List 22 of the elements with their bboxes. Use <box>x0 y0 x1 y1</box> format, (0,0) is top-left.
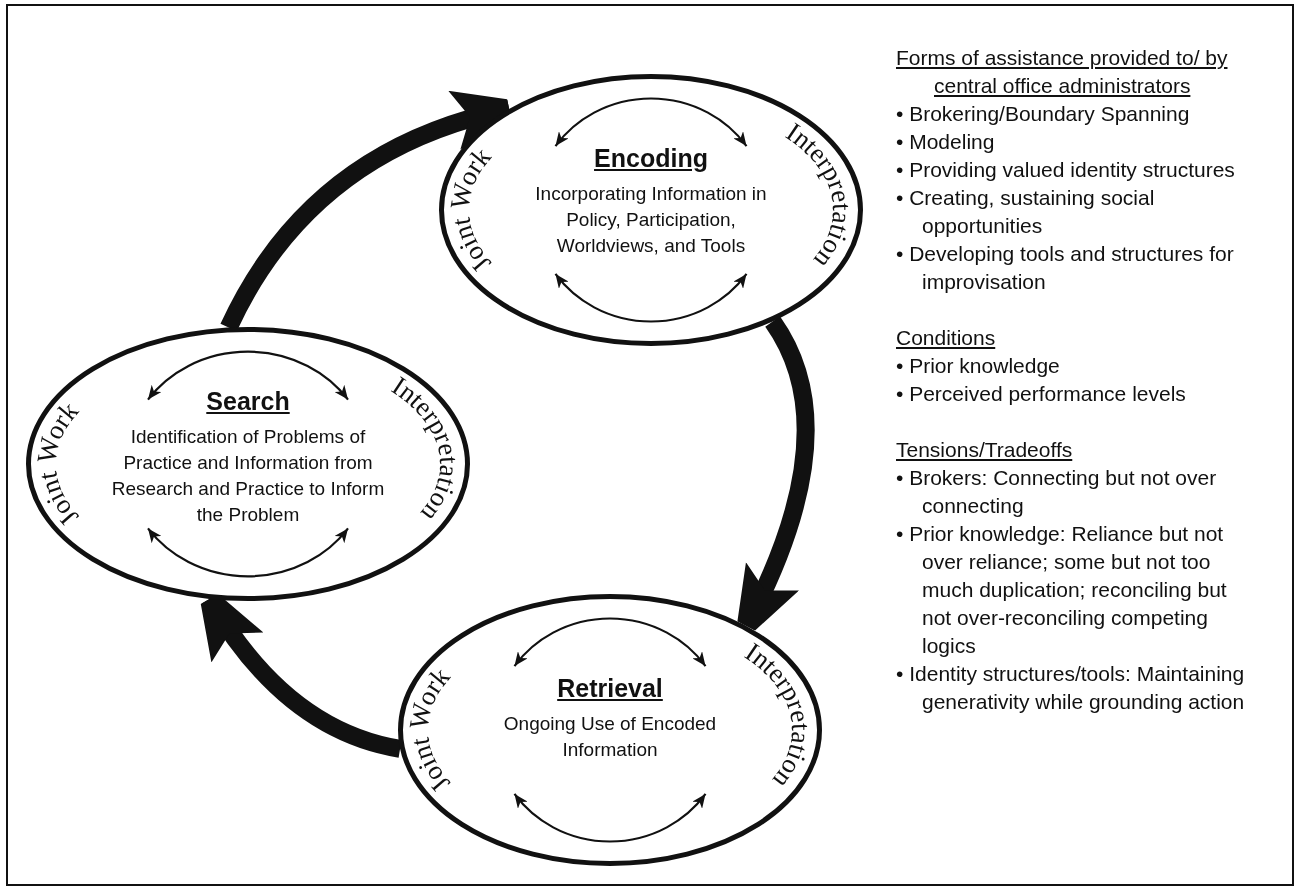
stage-ellipse <box>439 74 863 346</box>
section-heading: Conditions <box>896 325 997 351</box>
section-heading: Forms of assistance provided to/ by central office administrators <box>896 45 1229 99</box>
list-item: • Providing valued identity structures <box>896 157 1236 183</box>
list-item: • Modeling <box>896 129 996 155</box>
section-heading: Tensions/Tradeoffs <box>896 437 1074 463</box>
stage-title: Retrieval <box>557 674 663 703</box>
stage-title: Encoding <box>594 144 708 173</box>
list-item: • Brokers: Connecting but not over connecting <box>896 465 1218 519</box>
stage-description: Identification of Problems of Practice and Information from Research and Practice to Inform the Problem <box>110 425 386 527</box>
stage-title: Search <box>206 387 290 416</box>
list-item: • Creating, sustaining social opportunities <box>896 185 1156 239</box>
list-item: • Prior knowledge: Reliance but not over reliance; some but not too much duplication; reconciling but not over-reconciling competing logics <box>896 521 1228 659</box>
list-item: • Identity structures/tools: Maintaining generativity while grounding action <box>896 661 1246 715</box>
list-item: • Brokering/Boundary Spanning <box>896 101 1191 127</box>
stage-description: Incorporating Information in Policy, Participation, Worldviews, and Tools <box>534 182 768 258</box>
stage-ellipse <box>398 594 822 866</box>
stage-ellipse <box>26 327 470 601</box>
list-item: • Prior knowledge <box>896 353 1061 379</box>
stage-description: Ongoing Use of Encoded Information <box>502 712 718 762</box>
list-item: • Perceived performance levels <box>896 381 1187 407</box>
list-item: • Developing tools and structures for improvisation <box>896 241 1235 295</box>
